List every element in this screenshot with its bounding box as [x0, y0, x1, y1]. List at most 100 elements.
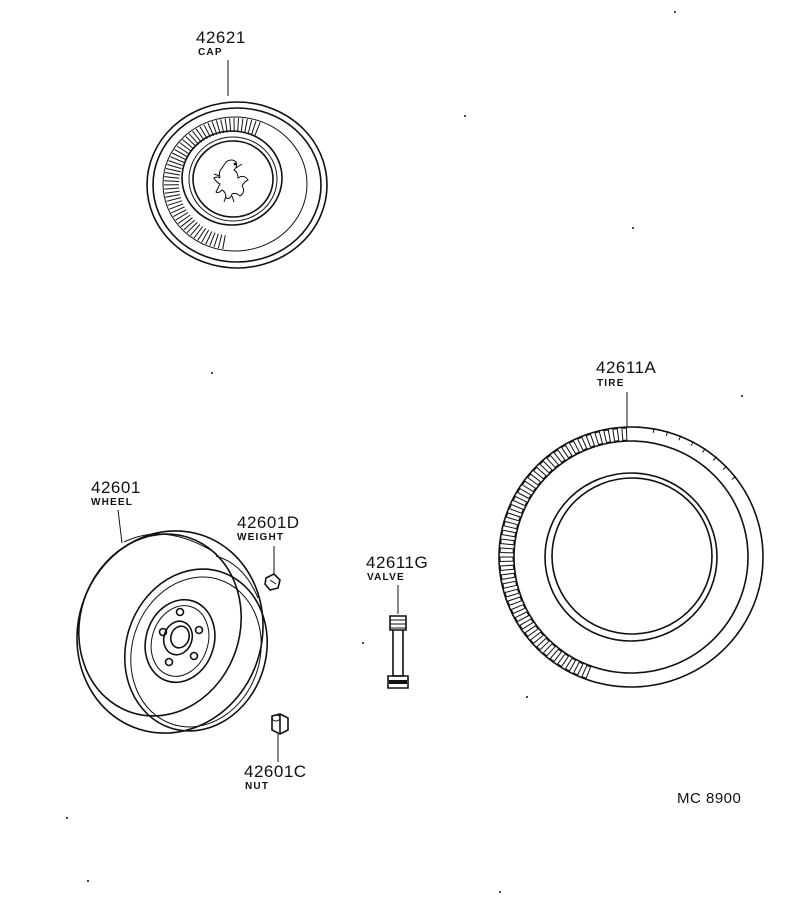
- tire-edge-tick: [652, 427, 655, 433]
- tire-tread-block: [500, 572, 516, 580]
- cap-rib-line: [164, 187, 180, 190]
- cap-rib-line: [205, 231, 213, 245]
- tire-tread-block: [594, 431, 604, 446]
- cap-rib-line: [229, 118, 232, 133]
- cap-rib-line: [179, 142, 192, 152]
- valve-stem-drawing[interactable]: [387, 585, 409, 689]
- nut-part-name: NUT: [245, 781, 270, 792]
- tire-edge-tick: [702, 448, 706, 453]
- tire-tread-block: [585, 433, 596, 448]
- wheel-drawing[interactable]: [51, 507, 289, 758]
- balance-weight-drawing[interactable]: [264, 546, 281, 591]
- cap-rib-line: [172, 152, 186, 161]
- tire-tread-block: [603, 429, 612, 444]
- cap-rib-line: [197, 228, 207, 241]
- cap-rib-line: [173, 209, 187, 218]
- cap-part-name: CAP: [198, 47, 223, 58]
- cap-rib-line: [213, 233, 219, 248]
- tire-tread-block: [581, 664, 592, 679]
- tire-tread-block: [516, 487, 532, 500]
- tire-tread-block: [568, 440, 580, 455]
- tire-tread-block: [499, 547, 514, 554]
- cap-rib-line: [176, 145, 190, 155]
- cap-rib-line: [175, 212, 189, 221]
- tire-tread-block: [501, 529, 517, 538]
- tire-tread-block: [546, 454, 560, 469]
- tire-tread-block: [499, 556, 514, 563]
- tire-edge-tick: [665, 430, 669, 437]
- tire-part-number: 42611A: [596, 358, 657, 377]
- cap-rib-line: [217, 234, 223, 249]
- cap-rib-line: [164, 190, 180, 194]
- tire-tread-block: [502, 580, 518, 589]
- tire-tread-block: [521, 480, 537, 493]
- tire-tread-block: [549, 648, 563, 663]
- cap-rib-line: [247, 119, 253, 134]
- cap-rib-line: [222, 235, 226, 250]
- cap-rib-line: [166, 197, 182, 202]
- nut-part-number: 42601C: [244, 762, 307, 781]
- cap-rib-line: [244, 118, 248, 133]
- tire-tread-block: [505, 512, 521, 522]
- cap-rib-line: [199, 126, 208, 140]
- tire-tread-block: [542, 643, 556, 657]
- cap-rib-line: [182, 139, 194, 150]
- tire-tread-block: [612, 428, 620, 442]
- tire-edge-tick: [722, 465, 728, 470]
- cap-part-number: 42621: [196, 28, 246, 47]
- tire-part-name: TIRE: [597, 378, 625, 389]
- cap-rib-line: [174, 148, 188, 158]
- hubcap-drawing[interactable]: [146, 60, 328, 269]
- diagram-code: MC 8900: [677, 790, 742, 807]
- tire-tread-block: [572, 661, 584, 676]
- cap-rib-line: [170, 206, 185, 214]
- tire-edge-tick: [731, 475, 737, 480]
- tire-tread-block: [504, 588, 520, 598]
- cap-rib-line: [195, 128, 205, 141]
- cap-rib-line: [180, 217, 193, 228]
- tire-tread-block: [536, 637, 550, 651]
- cap-rib-line: [240, 118, 244, 133]
- cap-rib-line: [183, 219, 196, 231]
- cap-rib-line: [237, 118, 239, 133]
- tire-tread-block: [621, 427, 628, 441]
- cap-rib-line: [188, 133, 200, 145]
- tire-edge-tick: [690, 441, 694, 446]
- cap-rib-line: [170, 156, 185, 163]
- cap-rib-line: [167, 164, 182, 170]
- tire-tread-block: [503, 520, 519, 530]
- tire-drawing[interactable]: [498, 392, 764, 688]
- wheel-part-name: WHEEL: [91, 497, 134, 508]
- cap-rib-line: [224, 118, 228, 133]
- cap-rib-line: [220, 119, 225, 134]
- tire-tread-block: [524, 625, 539, 638]
- tire-tread-block: [514, 611, 530, 623]
- cap-rib-line: [165, 172, 180, 176]
- tire-tread-block: [499, 564, 515, 572]
- tire-tread-block: [508, 503, 524, 514]
- cap-rib-line: [164, 180, 180, 182]
- cap-rib-line: [186, 222, 198, 234]
- weight-part-name: WEIGHT: [237, 532, 285, 543]
- cap-rib-line: [164, 176, 180, 179]
- tire-tread-block: [519, 618, 534, 630]
- tire-tread-block: [553, 449, 566, 463]
- valve-part-number: 42611G: [366, 553, 429, 572]
- tire-tread-block: [532, 466, 547, 480]
- cap-rib-line: [201, 229, 210, 243]
- cap-rib-line: [165, 168, 181, 173]
- tire-tread-block: [564, 657, 577, 672]
- cap-rib-line: [209, 232, 216, 246]
- cap-rib-line: [193, 226, 204, 239]
- lug-nut-drawing[interactable]: [271, 713, 289, 762]
- cap-rib-line: [190, 224, 201, 236]
- bird-emblem-icon: [213, 159, 249, 203]
- tire-tread-block: [507, 596, 523, 606]
- tire-tread-block: [510, 603, 526, 615]
- cap-rib-line: [254, 122, 261, 136]
- tire-tread-block: [512, 495, 528, 507]
- tire-tread-block: [527, 473, 542, 486]
- tire-edge-tick: [678, 435, 682, 441]
- tire-tread-block: [539, 460, 553, 474]
